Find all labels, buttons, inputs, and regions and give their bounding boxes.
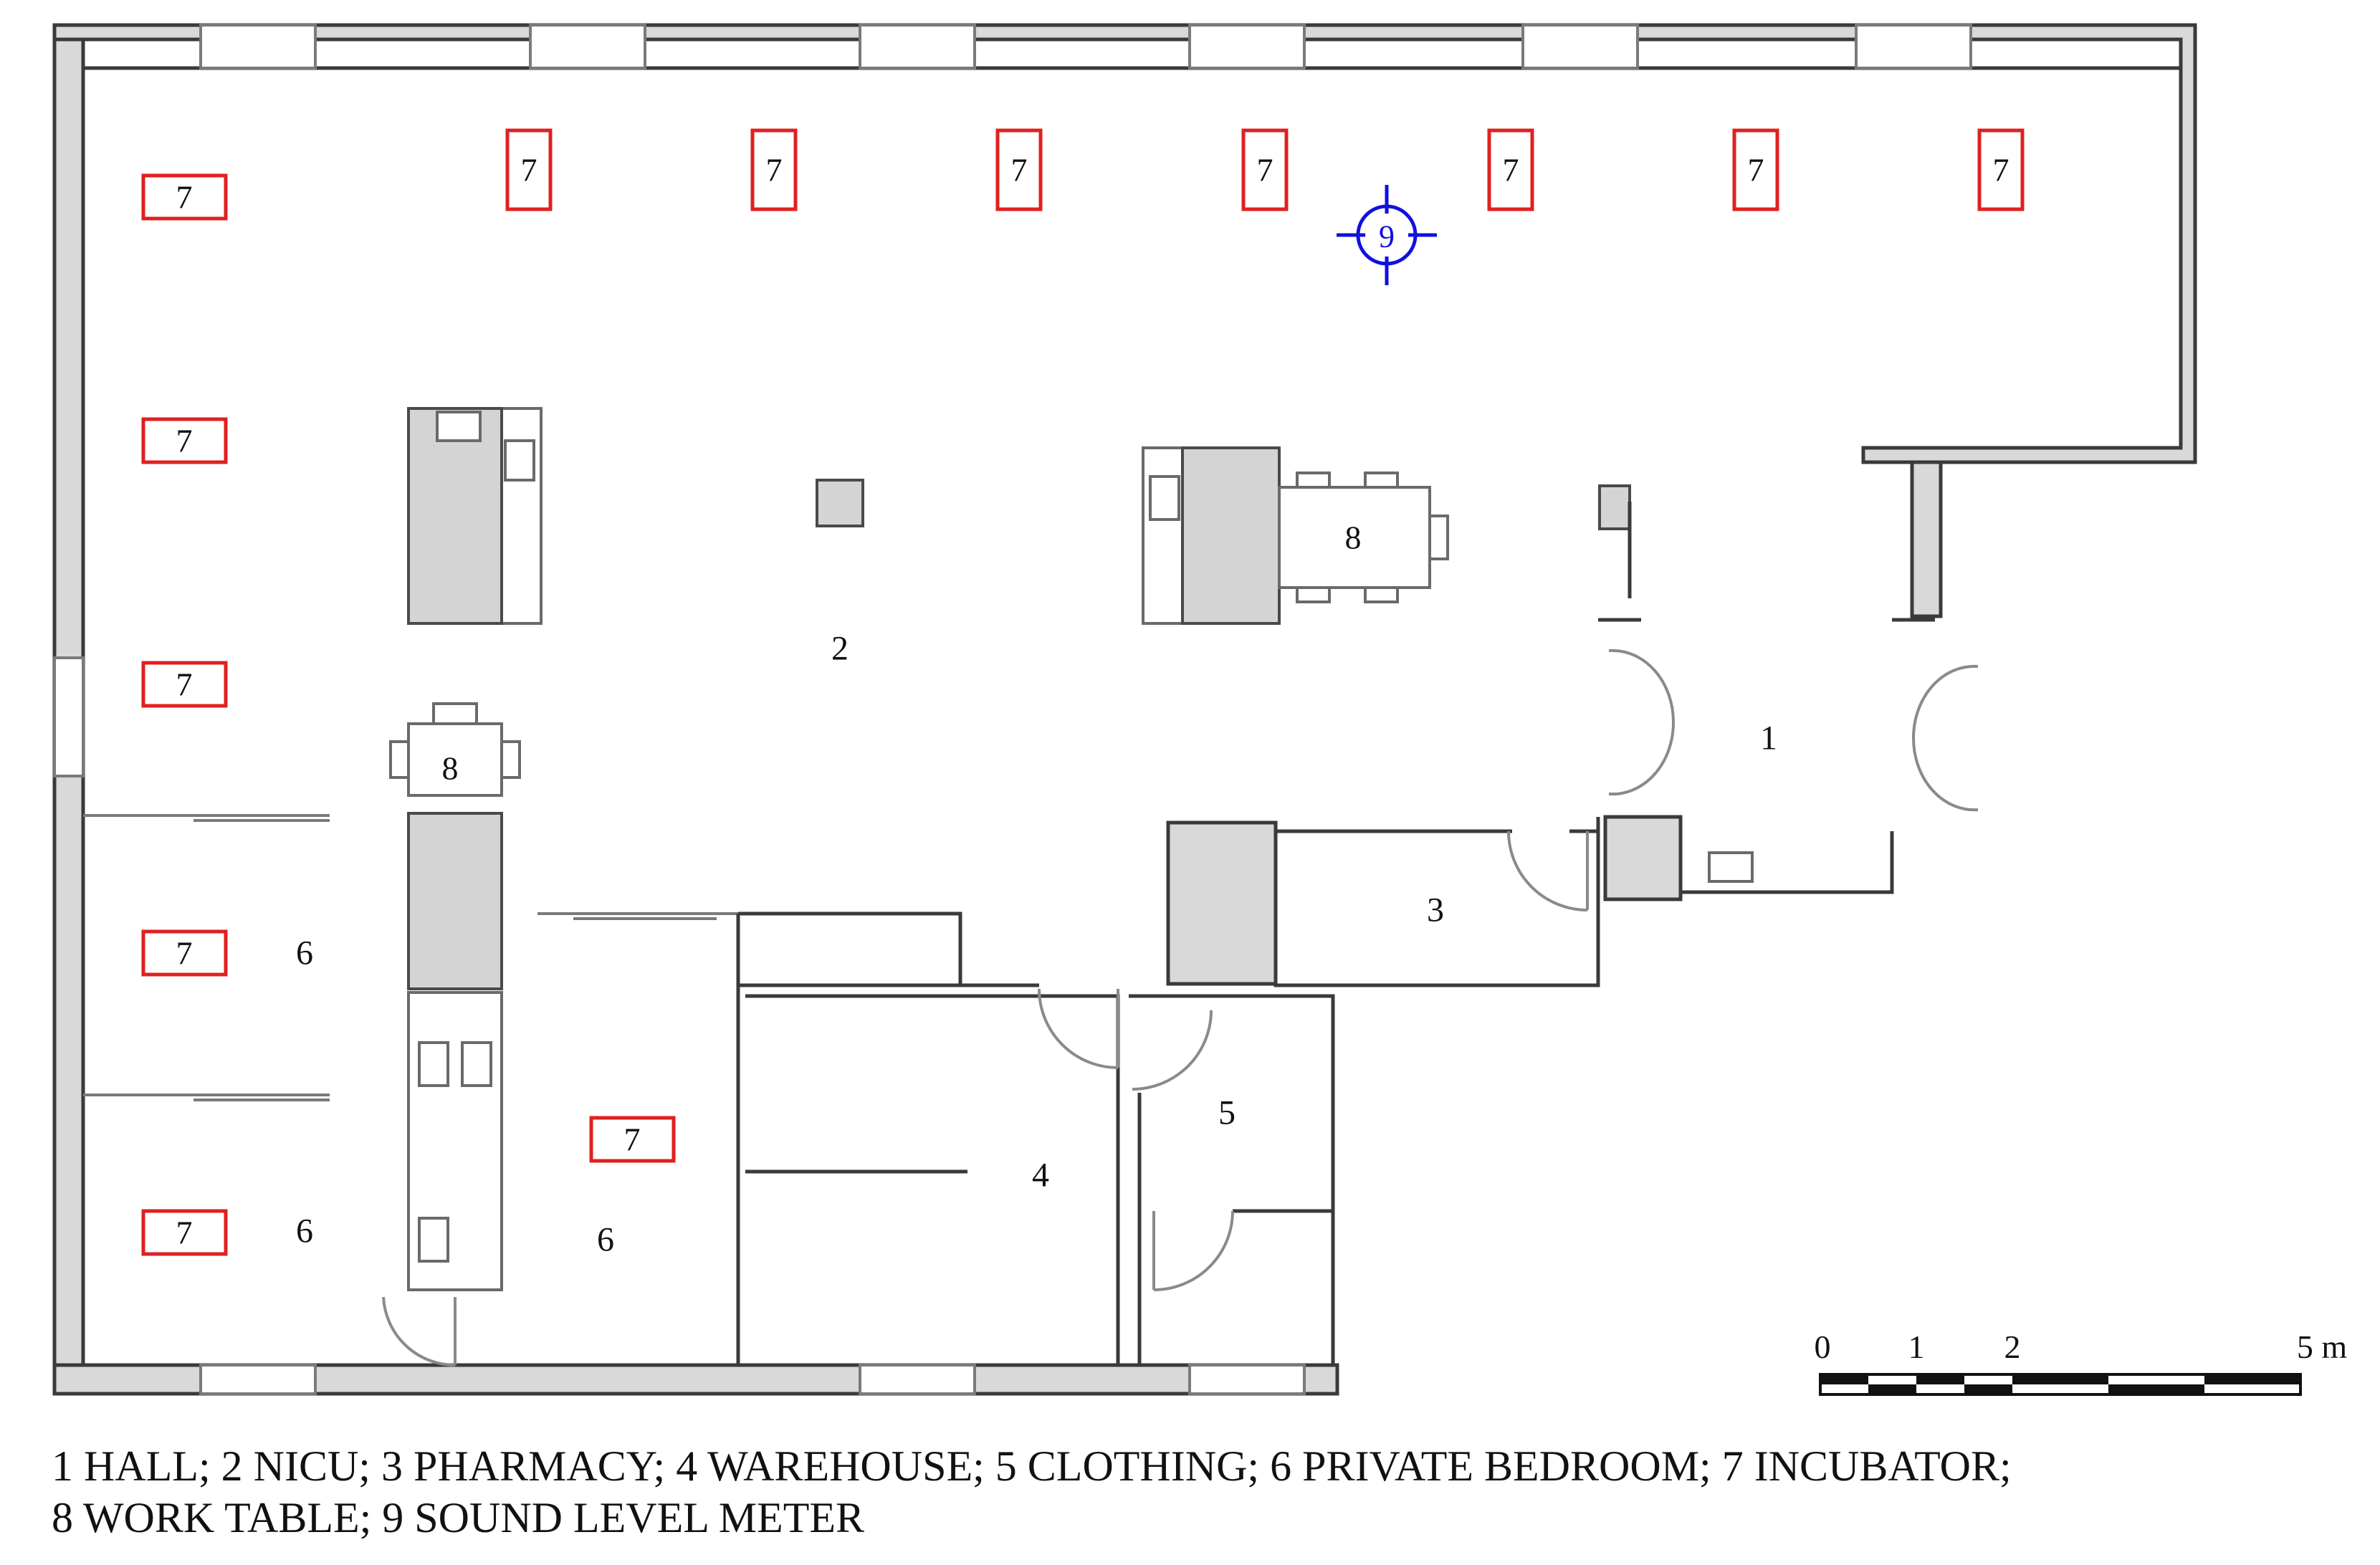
room-label-bedroom: 6: [597, 1221, 614, 1259]
scale-tick-1: 1: [1908, 1329, 1925, 1365]
legend: 1 HALL; 2 NICU; 3 PHARMACY; 4 WAREHOUSE;…: [52, 1440, 2345, 1544]
svg-text:7: 7: [176, 179, 193, 216]
work-table-label: 8: [1345, 520, 1362, 556]
svg-text:7: 7: [1011, 152, 1028, 188]
room-label-hall: 1: [1760, 719, 1777, 757]
svg-text:7: 7: [1993, 152, 2009, 188]
incubator: 7: [1732, 128, 1779, 211]
scale-bar: 0 1 2 5 m: [1815, 1329, 2348, 1396]
incubator: 7: [1487, 128, 1534, 211]
incubator: 7: [589, 1116, 676, 1163]
sound-level-meter-icon: 9: [1337, 185, 1437, 285]
svg-text:7: 7: [766, 152, 783, 188]
room-label-warehouse: 4: [1032, 1157, 1049, 1195]
room-label-bedroom: 6: [296, 934, 313, 972]
column: [816, 479, 864, 527]
room-label-pharmacy: 3: [1427, 891, 1444, 929]
incubators: 7 7 7 7 7 7 7 7 7 7 7 7 7: [141, 128, 2025, 1256]
svg-text:7: 7: [1748, 152, 1764, 188]
room-label-nicu: 2: [831, 630, 849, 668]
room-label-bedroom: 6: [296, 1212, 313, 1250]
incubator: 7: [141, 1209, 228, 1256]
incubator: 7: [1241, 128, 1289, 211]
svg-text:7: 7: [176, 666, 193, 703]
incubator: 7: [1977, 128, 2025, 211]
work-table-label: 8: [442, 750, 459, 787]
svg-text:7: 7: [1257, 152, 1273, 188]
outer-walls: [52, 23, 2197, 1396]
svg-text:7: 7: [176, 1215, 193, 1251]
incubator: 7: [750, 128, 798, 211]
work-table-1: 8: [1278, 472, 1449, 603]
incubator: 7: [141, 173, 228, 221]
scale-tick-2: 2: [2004, 1329, 2021, 1365]
doors: [193, 649, 1979, 1367]
windows: [53, 24, 1972, 1395]
interior-walls: [83, 484, 1935, 1365]
legend-line-1: 1 HALL; 2 NICU; 3 PHARMACY; 4 WAREHOUSE;…: [52, 1442, 2012, 1490]
scale-tick-0: 0: [1815, 1329, 1831, 1365]
scale-tick-5m: 5 m: [2297, 1329, 2348, 1365]
incubator: 7: [141, 417, 228, 464]
legend-line-2: 8 WORK TABLE; 9 SOUND LEVEL METER: [52, 1494, 865, 1541]
incubator: 7: [141, 929, 228, 977]
room-labels: 1 2 3 4 5 6 6 6: [296, 630, 1777, 1259]
incubator: 7: [995, 128, 1043, 211]
incubator: 7: [505, 128, 553, 211]
furniture: [407, 407, 1281, 1291]
svg-text:7: 7: [521, 152, 537, 188]
svg-text:7: 7: [624, 1121, 641, 1158]
incubator: 7: [141, 661, 228, 708]
sound-meter-label: 9: [1379, 219, 1395, 254]
room-label-clothing: 5: [1218, 1094, 1236, 1132]
svg-text:7: 7: [176, 935, 193, 972]
svg-text:7: 7: [176, 423, 193, 459]
work-table-2: 8: [389, 702, 521, 797]
svg-text:7: 7: [1503, 152, 1519, 188]
